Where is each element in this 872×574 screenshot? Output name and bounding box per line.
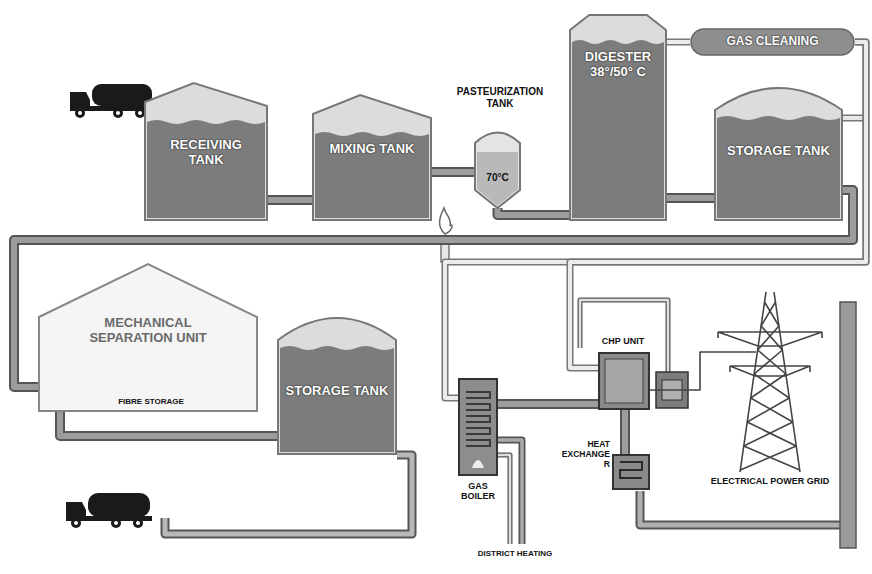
pipe-stroke — [666, 39, 690, 46]
pasteurization-tank-shape — [475, 128, 520, 208]
tank: STORAGE TANK — [715, 78, 842, 220]
pipe-stroke — [666, 193, 715, 203]
node-label: RECEIVING TANK — [151, 138, 261, 168]
tanker-truck — [66, 493, 152, 528]
pipe-stroke — [431, 169, 475, 175]
digester-shape — [570, 12, 666, 220]
power-wire — [650, 352, 756, 390]
pipe-stroke — [267, 195, 313, 205]
node-label: STORAGE TANK — [721, 144, 836, 159]
node-label: DIGESTER 38°/50° C — [574, 50, 662, 80]
power-pylon: ELECTRICAL POWER GRID — [690, 292, 850, 492]
outlet-label: DISTRICT HEATING — [440, 549, 590, 558]
tanker-truck — [70, 84, 154, 118]
chimney — [840, 302, 856, 548]
exhaust-pipe — [580, 300, 840, 525]
node-label: ELECTRICAL POWER GRID — [690, 476, 850, 486]
slurry-pipe — [60, 412, 278, 436]
node-label: CHP UNIT — [590, 336, 656, 346]
pipe-stroke — [267, 197, 313, 203]
gas-pipe — [842, 118, 866, 119]
pipe-stroke — [620, 410, 630, 454]
tank: RECEIVING TANK — [145, 80, 267, 220]
node-label: MIXING TANK — [319, 142, 425, 157]
tank: STORAGE TANK — [278, 308, 396, 454]
slurry-pipe — [625, 410, 626, 454]
node-label: GAS BOILER — [452, 481, 504, 502]
pipe-stroke — [650, 352, 756, 390]
gas-boiler: GAS BOILER — [440, 378, 516, 510]
node-label: HEAT EXCHANGER — [556, 440, 610, 469]
pipe-stroke — [431, 167, 475, 177]
node-label: PASTEURIZATION TANK — [450, 86, 550, 109]
pipe-stroke — [666, 40, 690, 44]
heat-exchanger: HEAT EXCHANGER — [556, 440, 652, 492]
gas-cleaning-unit: GAS CLEANING — [690, 28, 855, 56]
slurry-pipe — [498, 208, 571, 215]
slurry-pipe — [666, 198, 715, 199]
outlet-pipe — [165, 455, 412, 534]
pipe-stroke — [60, 412, 278, 436]
pipe-stroke — [498, 208, 571, 215]
pipe-stroke — [60, 412, 278, 436]
pasteurization-tank: PASTEURIZATION TANK 70°C — [440, 86, 560, 208]
tank: MIXING TANK — [313, 92, 431, 220]
digester: DIGESTER 38°/50° C — [570, 12, 666, 220]
pipe-stroke — [498, 401, 598, 407]
pipe-stroke — [622, 410, 628, 454]
heat-exchanger-shape — [612, 454, 650, 490]
heating-pipe — [498, 440, 522, 544]
pipe-stroke — [666, 195, 715, 201]
tank-shape — [278, 308, 396, 454]
gas-pipe — [666, 42, 690, 43]
pipe-stroke — [498, 399, 598, 409]
power-pylon-shape — [715, 292, 825, 472]
chp-unit: CHP UNIT — [590, 336, 656, 412]
node-label: STORAGE TANK — [284, 384, 390, 399]
pipe-stroke — [498, 208, 571, 215]
slurry-pipe — [267, 200, 313, 201]
slurry-pipe — [498, 404, 598, 405]
storage-label: FIBRE STORAGE — [96, 397, 206, 406]
slurry-pipe — [431, 172, 475, 173]
node-label: GAS CLEANING — [696, 35, 849, 49]
node-label: MECHANICAL SEPARATION UNIT — [68, 316, 228, 346]
gas-boiler-shape — [458, 378, 498, 476]
separation-building: MECHANICAL SEPARATION UNIT — [38, 262, 258, 412]
temperature-label: 70°C — [475, 172, 520, 184]
chp-unit-shape — [598, 352, 650, 410]
